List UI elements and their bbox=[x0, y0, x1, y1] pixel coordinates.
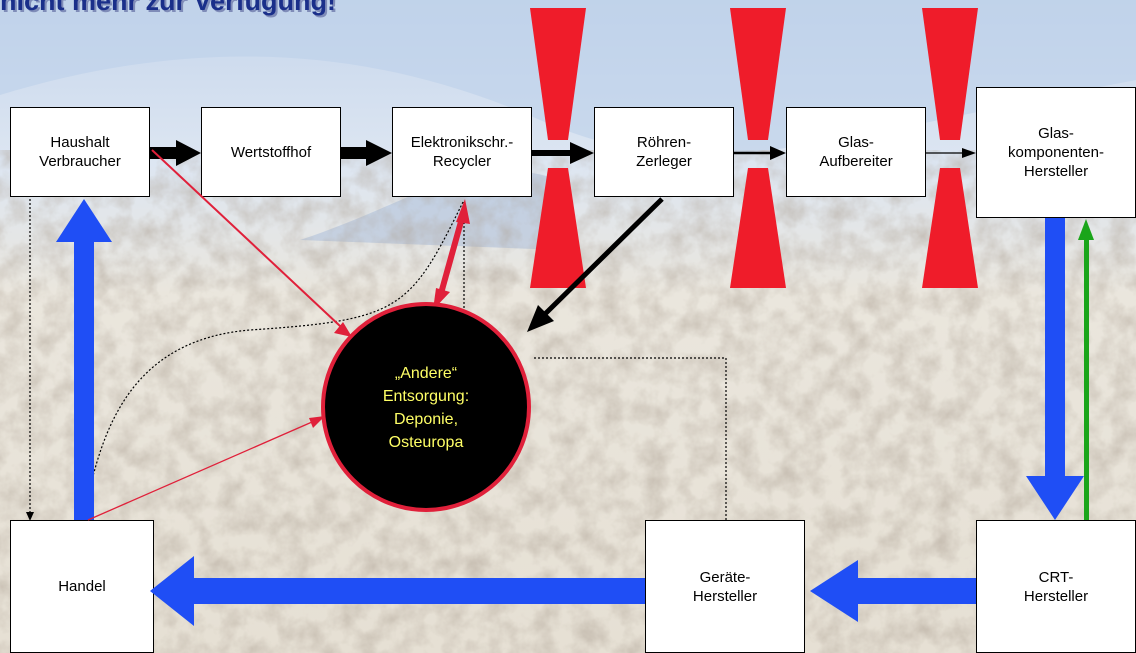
wertstoffhof-box: Wertstoffhof bbox=[201, 107, 341, 197]
slide-title: nicht mehr zur Verfügung! bbox=[0, 0, 337, 16]
barrier-2-bottom bbox=[730, 168, 786, 288]
ewaste-recycler-box: Elektronikschr.- Recycler bbox=[392, 107, 532, 197]
barrier-1-bottom bbox=[530, 168, 586, 288]
barrier-1-top bbox=[530, 8, 586, 140]
tube-dismantler-box: Röhren- Zerleger bbox=[594, 107, 734, 197]
household-consumer-box: Haushalt Verbraucher bbox=[10, 107, 150, 197]
barrier-3-top bbox=[922, 8, 978, 140]
disposal-label: „Andere“ Entsorgung: Deponie, Osteuropa bbox=[382, 365, 470, 451]
red-flow-arrows bbox=[87, 149, 470, 521]
barrier-3-bottom bbox=[922, 168, 978, 288]
disposal-circle bbox=[321, 302, 531, 512]
barrier-2-top bbox=[730, 8, 786, 140]
device-maker-box: Geräte- Hersteller bbox=[645, 520, 805, 653]
dotted-arrowhead bbox=[26, 512, 34, 521]
crt-maker-box: CRT- Hersteller bbox=[976, 520, 1136, 653]
green-return-arrow bbox=[1078, 219, 1094, 520]
dotted-flows bbox=[29, 199, 727, 520]
blue-flow-arrows bbox=[56, 199, 1084, 626]
glass-processor-box: Glas- Aufbereiter bbox=[786, 107, 926, 197]
